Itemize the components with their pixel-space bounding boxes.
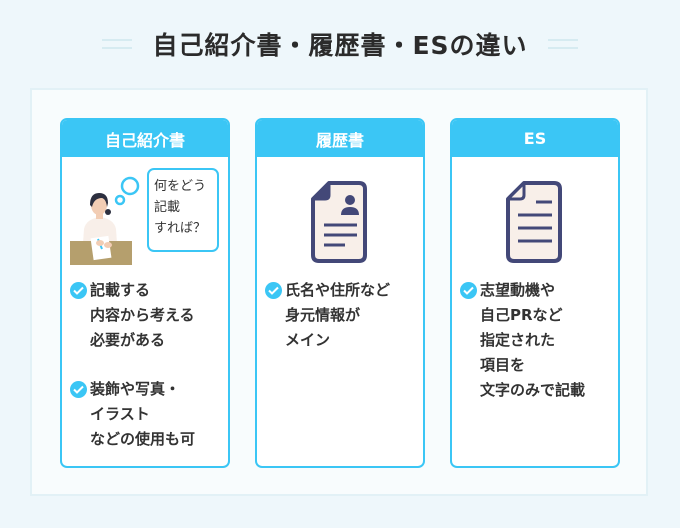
- card-entry-sheet: ES 志望動機や 自己PRなど 指定された 項目を 文字のみで記載: [450, 118, 620, 468]
- card-header: 自己紹介書: [62, 120, 228, 157]
- check-circle-icon: [70, 282, 87, 299]
- resume-illustration: [257, 157, 423, 265]
- item-text: 氏名や住所など 身元情報が メイン: [285, 281, 391, 349]
- item-text: 装飾や写真・ イラスト などの使用も可: [90, 380, 196, 448]
- card-self-introduction: 自己紹介書 何をどう 記載 すれば？ 記載する 内容から考える 必要がある: [60, 118, 230, 468]
- resume-document-icon: [311, 181, 367, 263]
- list-item: 記載する 内容から考える 必要がある: [70, 278, 226, 353]
- card-item-list: 氏名や住所など 身元情報が メイン: [265, 278, 421, 377]
- title-decoration-right: [547, 39, 578, 49]
- document-lines-icon: [506, 181, 562, 263]
- person-writing-icon: [70, 176, 140, 265]
- page-title: 自己紹介書・履歴書・ESの違い: [152, 31, 528, 60]
- thought-bubble: 何をどう 記載 すれば？: [147, 168, 219, 252]
- check-circle-icon: [70, 381, 87, 398]
- list-item: 装飾や写真・ イラスト などの使用も可: [70, 377, 226, 452]
- title-row: 自己紹介書・履歴書・ESの違い: [0, 22, 680, 66]
- item-text: 記載する 内容から考える 必要がある: [90, 281, 195, 349]
- check-circle-icon: [265, 282, 282, 299]
- card-item-list: 志望動機や 自己PRなど 指定された 項目を 文字のみで記載: [460, 278, 616, 427]
- card-header: 履歴書: [257, 120, 423, 157]
- entry-sheet-illustration: [452, 157, 618, 265]
- list-item: 氏名や住所など 身元情報が メイン: [265, 278, 421, 353]
- item-text: 志望動機や 自己PRなど 指定された 項目を 文字のみで記載: [480, 281, 586, 399]
- list-item: 志望動機や 自己PRなど 指定された 項目を 文字のみで記載: [460, 278, 616, 403]
- card-resume: 履歴書 氏名や住所など 身元情報が メイン: [255, 118, 425, 468]
- person-thinking-illustration: 何をどう 記載 すれば？: [62, 157, 228, 265]
- check-circle-icon: [460, 282, 477, 299]
- card-item-list: 記載する 内容から考える 必要がある 装飾や写真・ イラスト などの使用も可: [70, 278, 226, 466]
- card-header: ES: [452, 120, 618, 157]
- title-decoration-left: [102, 39, 133, 49]
